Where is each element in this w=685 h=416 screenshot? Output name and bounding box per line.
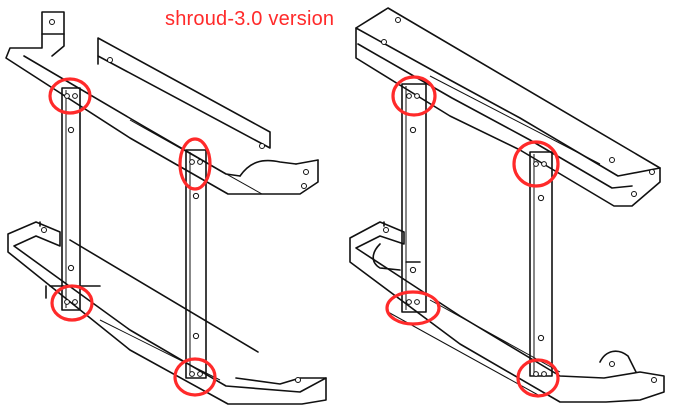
left-assembly bbox=[5, 11, 327, 405]
highlight-circle bbox=[391, 75, 437, 117]
highlight-circle bbox=[516, 358, 560, 398]
right-strip-1 bbox=[401, 83, 427, 313]
highlight-circle bbox=[50, 284, 94, 322]
highlight-circle bbox=[173, 357, 217, 397]
left-top-plate bbox=[5, 11, 319, 195]
highlight-circle bbox=[178, 137, 212, 191]
highlight-circle bbox=[48, 77, 92, 115]
highlight-circle bbox=[385, 290, 441, 326]
right-assembly bbox=[349, 7, 665, 403]
version-annotation-label: shroud-3.0 version bbox=[165, 8, 335, 30]
left-highlight-markers bbox=[48, 77, 217, 397]
right-highlight-markers bbox=[385, 75, 560, 398]
right-bottom-plate bbox=[349, 221, 665, 403]
right-strip-2 bbox=[529, 151, 553, 377]
highlight-circle bbox=[512, 140, 560, 188]
left-bottom-plate bbox=[7, 221, 327, 405]
right-top-plate bbox=[355, 7, 661, 207]
left-strip-1 bbox=[61, 87, 81, 311]
